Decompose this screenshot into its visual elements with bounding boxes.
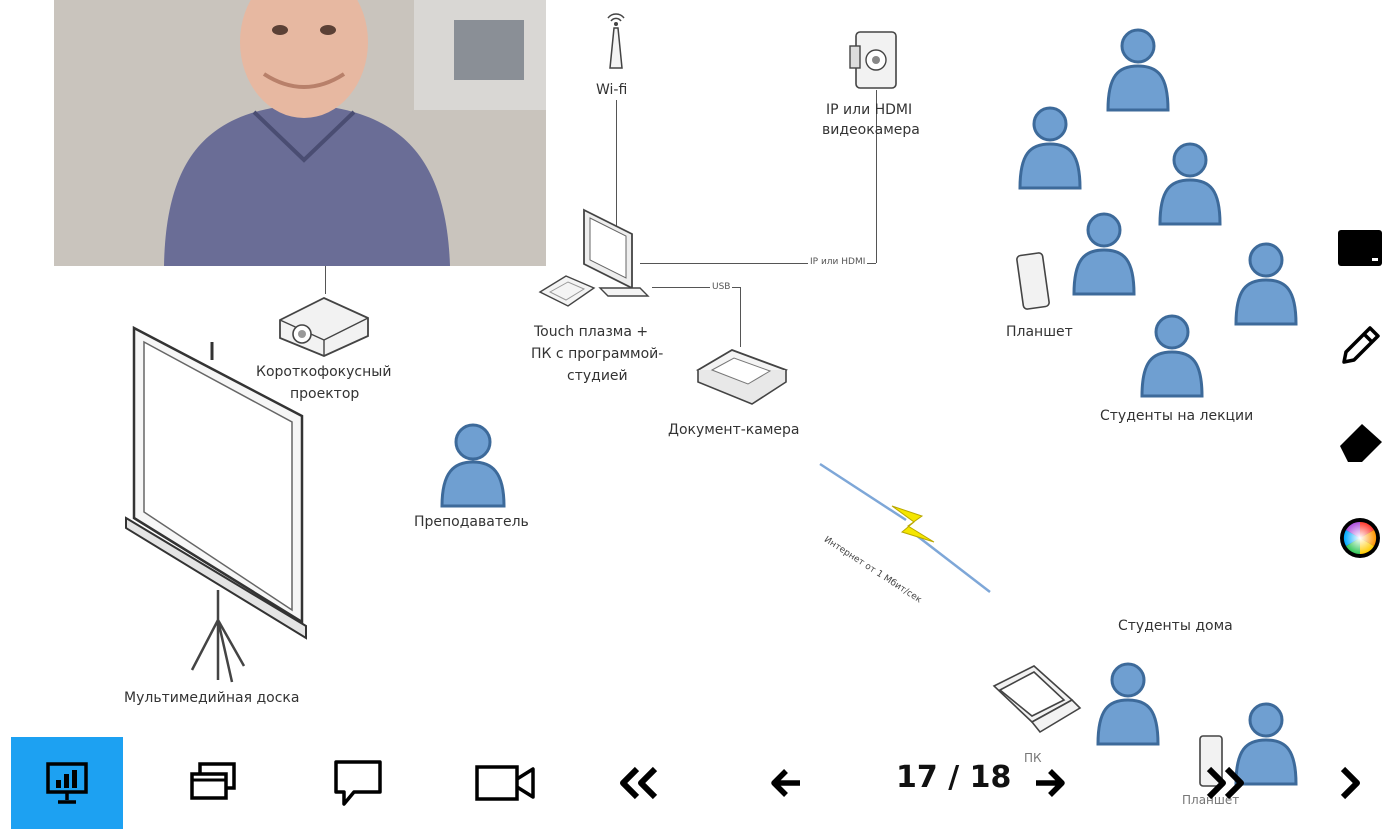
touch-pc-icon <box>538 208 650 307</box>
windows-icon <box>190 762 236 800</box>
pc-label-3: студией <box>567 368 628 384</box>
tablet-label: Планшет <box>1006 324 1073 340</box>
students-lecture-group <box>1016 28 1298 398</box>
pencil-icon <box>1342 326 1380 364</box>
pc-label-2: ПК с программой- <box>531 346 664 362</box>
webcam-video <box>54 0 546 266</box>
chevron-right-icon <box>1340 766 1360 800</box>
double-chevron-left-icon <box>620 766 658 800</box>
page-separator: / <box>948 760 960 795</box>
webcam-presenter-image <box>54 0 546 266</box>
board-label: Мультимедийная доска <box>124 690 300 706</box>
wifi-label: Wi-fi <box>596 82 628 98</box>
projector-label-1: Короткофокусный <box>256 364 392 380</box>
eraser-icon <box>1340 424 1382 462</box>
camera-label-2: видеокамера <box>822 122 920 138</box>
students-home-group <box>992 662 1298 787</box>
projector-wire <box>325 266 326 294</box>
projector-label-2: проектор <box>290 386 360 402</box>
first-slide-button[interactable] <box>584 737 696 829</box>
color-tool[interactable] <box>1336 514 1384 562</box>
students-lecture-label: Студенты на лекции <box>1100 408 1254 424</box>
arrow-left-icon <box>771 769 800 797</box>
page-total: 18 <box>969 760 1012 795</box>
last-slide-button[interactable] <box>1168 737 1280 829</box>
home-pc-label: ПК <box>1024 751 1042 765</box>
video-camera-device-icon <box>849 31 897 89</box>
students-home-label: Студенты дома <box>1118 618 1233 634</box>
usb-link-label: USB <box>710 281 733 295</box>
windows-button[interactable] <box>158 737 270 829</box>
camera-label-1: IP или HDMI <box>826 102 913 118</box>
screen-icon <box>1338 230 1382 266</box>
pencil-tool[interactable] <box>1336 322 1384 370</box>
camera-wire-horizontal <box>640 263 876 264</box>
home-tablet-label: Планшет <box>1182 793 1240 807</box>
more-button[interactable] <box>1310 737 1390 829</box>
teacher-person-icon <box>440 423 506 508</box>
presentation-chart-icon <box>46 762 88 804</box>
eraser-tool[interactable] <box>1336 418 1384 466</box>
projector-icon <box>279 297 369 357</box>
wifi-antenna-icon <box>607 13 625 69</box>
doc-camera-label: Документ-камера <box>668 422 800 438</box>
video-camera-icon <box>475 765 535 801</box>
internet-link-icon <box>819 462 991 593</box>
wifi-wire <box>616 100 617 230</box>
usb-wire-vertical <box>740 287 741 347</box>
page-indicator: 17 / 18 <box>896 760 1011 795</box>
camera-wire-vertical <box>876 90 877 263</box>
multimedia-board-icon <box>125 325 307 683</box>
page-current: 17 <box>896 760 938 795</box>
presentation-button[interactable] <box>11 737 123 829</box>
chat-bubble-icon <box>334 760 382 806</box>
pc-label-1: Touch плазма + <box>534 324 649 340</box>
video-button[interactable] <box>450 737 562 829</box>
next-slide-button[interactable] <box>1020 737 1080 829</box>
ip-hdmi-link-label: IP или HDMI <box>808 256 868 270</box>
double-chevron-right-icon <box>1206 766 1244 800</box>
color-wheel-icon <box>1340 518 1380 558</box>
screen-tool[interactable] <box>1336 224 1384 272</box>
usb-wire-horizontal <box>652 287 740 288</box>
arrow-right-icon <box>1036 769 1065 797</box>
document-camera-icon <box>695 349 788 405</box>
prev-slide-button[interactable] <box>730 737 842 829</box>
chat-button[interactable] <box>302 737 414 829</box>
teacher-label: Преподаватель <box>414 514 529 530</box>
